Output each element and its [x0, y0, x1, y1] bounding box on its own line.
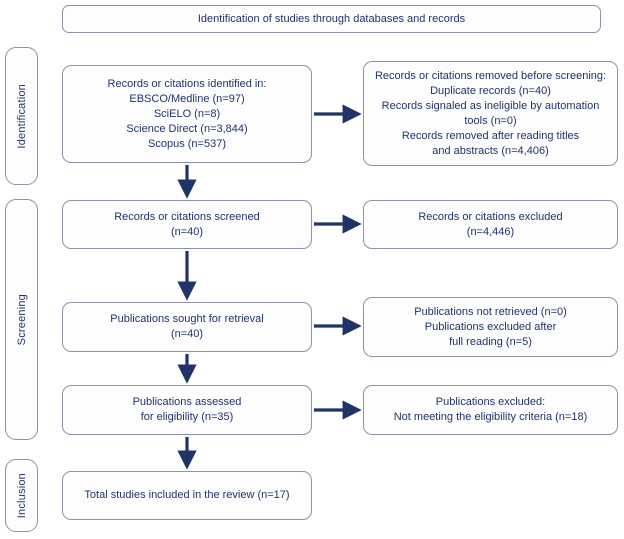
banner-identification-of-studies: Identification of studies through databa… [62, 5, 601, 33]
box-publications-sought: Publications sought for retrieval (n=40) [62, 302, 312, 352]
box-publications-not-retrieved: Publications not retrieved (n=0) Publica… [363, 297, 618, 357]
box-records-screened: Records or citations screened (n=40) [62, 200, 312, 249]
stage-identification: Identification [5, 47, 38, 185]
stage-inclusion: Inclusion [5, 459, 38, 532]
box-records-removed-before-screening: Records or citations removed before scre… [363, 61, 618, 166]
box-publications-assessed: Publications assessed for eligibility (n… [62, 385, 312, 435]
stage-identification-label: Identification [15, 83, 28, 149]
stage-screening: Screening [5, 199, 38, 440]
box-records-identified: Records or citations identified in: EBSC… [62, 65, 312, 163]
box-total-included: Total studies included in the review (n=… [62, 471, 312, 520]
stage-screening-label: Screening [15, 293, 28, 346]
stage-inclusion-label: Inclusion [15, 472, 28, 519]
box-publications-excluded-criteria: Publications excluded: Not meeting the e… [363, 385, 618, 435]
box-records-excluded: Records or citations excluded (n=4,446) [363, 200, 618, 249]
